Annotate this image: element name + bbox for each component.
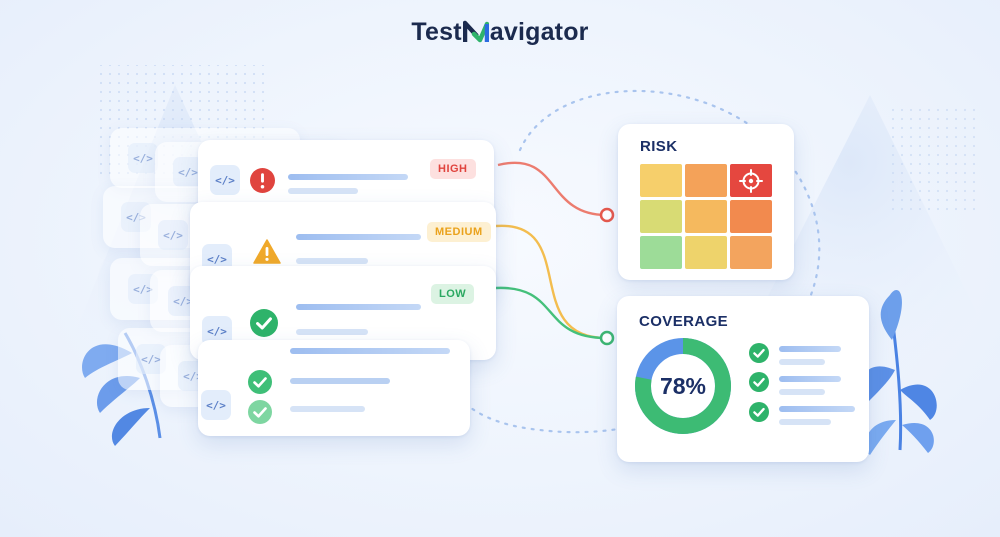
code-icon: </> [128, 143, 158, 173]
connector-high-risk [497, 161, 607, 217]
severity-badge-medium: MEDIUM [427, 222, 491, 242]
connector-high-node [599, 207, 615, 223]
coverage-percent: 78% [659, 372, 707, 399]
coverage-item-line [779, 389, 825, 395]
risk-panel[interactable]: RISK [618, 124, 794, 280]
heatmap-cell [640, 200, 682, 233]
heatmap-cell [685, 200, 727, 233]
crosshair-icon [739, 168, 763, 193]
check-circle-icon [749, 372, 769, 392]
heatmap-cell [730, 236, 772, 269]
coverage-item-line [779, 346, 841, 352]
connector-medium-coverage [495, 224, 607, 340]
dot-grid-right [890, 105, 980, 215]
plant-right [860, 290, 937, 455]
coverage-item-line [779, 359, 825, 365]
test-title-line [296, 304, 421, 310]
check-circle-icon [250, 309, 278, 337]
risk-title: RISK [640, 138, 678, 155]
code-icon: </> [158, 220, 188, 250]
test-title-line [290, 348, 450, 354]
coverage-covered-arc [635, 338, 731, 434]
check-circle-icon [749, 402, 769, 422]
heatmap-cell [685, 236, 727, 269]
coverage-item-line [779, 376, 841, 382]
coverage-panel[interactable]: COVERAGE 78% [617, 296, 869, 462]
test-title-line [296, 234, 421, 240]
warning-triangle-icon [253, 239, 281, 264]
connector-low-coverage [495, 286, 607, 340]
coverage-item-line [779, 406, 855, 412]
severity-badge-high: HIGH [430, 159, 476, 179]
brand-text-suffix: avigator [489, 18, 589, 46]
coverage-item-line [779, 419, 831, 425]
heatmap-cell [685, 164, 727, 197]
check-circle-icon [749, 343, 769, 363]
coverage-donut: 78% [633, 336, 733, 436]
brand-logo: Test avigator [0, 18, 1000, 47]
test-title-line [288, 174, 408, 180]
heatmap-cell-target [730, 164, 772, 197]
heatmap-cell [640, 236, 682, 269]
logo-n-mark [462, 20, 489, 43]
severity-badge-low: LOW [431, 284, 475, 304]
risk-heatmap [640, 164, 772, 269]
test-detail-line [288, 188, 358, 194]
test-detail-line [290, 378, 390, 384]
test-detail-line [296, 258, 368, 264]
connector-coverage-node [599, 330, 615, 346]
heatmap-cell [640, 164, 682, 197]
coverage-donut-chart [635, 338, 731, 434]
check-circle-icon [248, 400, 272, 424]
heatmap-cell [730, 200, 772, 233]
coverage-title: COVERAGE [639, 313, 729, 330]
test-detail-line [290, 406, 365, 412]
code-icon: </> [210, 165, 240, 195]
test-card-passed[interactable]: </> [198, 340, 470, 436]
code-icon: </> [201, 390, 231, 420]
check-circle-icon [248, 370, 272, 394]
exclamation-icon [250, 168, 275, 193]
test-detail-line [296, 329, 368, 335]
brand-text-prefix: Test [411, 18, 462, 46]
